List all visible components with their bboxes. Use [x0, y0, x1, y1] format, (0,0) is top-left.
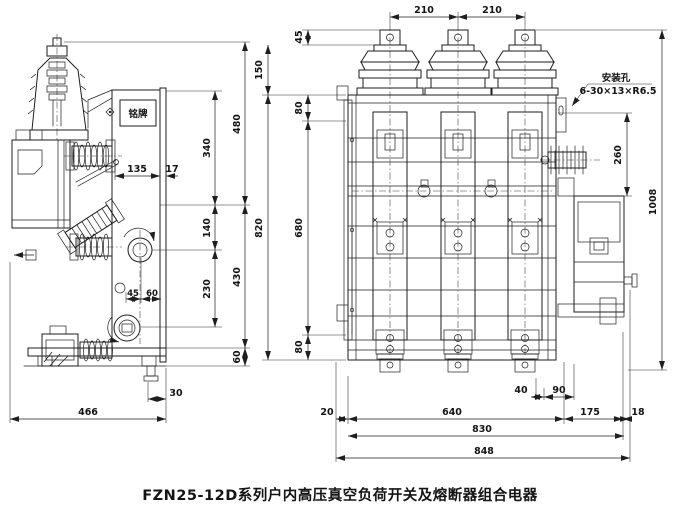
dim-260: 260	[613, 145, 624, 165]
dim-90: 90	[552, 385, 566, 396]
drawing-caption: FZN25-12D系列户内高压真空负荷开关及熔断器组合电器	[142, 486, 537, 504]
dim-830: 830	[472, 424, 492, 435]
side-view-dimensions: 340 140 230 480 430 60 135 17 45 60 30 4…	[9, 41, 250, 423]
dim-60-right: 60	[232, 350, 243, 364]
dim-45: 45	[127, 289, 139, 299]
panel-hole	[114, 282, 126, 294]
dim-80-bottom: 80	[294, 340, 305, 354]
mounting-hole-title: 安装孔	[602, 72, 631, 84]
interlock-knob	[113, 314, 141, 342]
dim-80-top: 80	[294, 101, 305, 115]
dim-848: 848	[474, 446, 494, 457]
dim-20: 20	[320, 407, 334, 418]
mounting-hole-slot	[558, 105, 564, 116]
dim-820: 820	[254, 218, 265, 238]
dim-340: 340	[202, 138, 213, 158]
dim-175: 175	[580, 407, 600, 418]
dim-150: 150	[254, 60, 265, 80]
dim-60: 60	[146, 289, 158, 299]
dim-210-right: 210	[482, 5, 502, 16]
dim-17: 17	[165, 164, 178, 175]
nameplate-box	[119, 99, 157, 127]
side-view: 340 140 230 480 430 60 135 17 45 60 30 4…	[9, 34, 250, 423]
fuse-tube	[57, 198, 125, 255]
dim-640: 640	[442, 407, 462, 418]
front-view-dimensions: 210 210 45 150 80 680 80 820 260 1008 20…	[254, 5, 667, 462]
front-view: 安装孔 6-30×13×R6.5 210 210	[254, 5, 667, 462]
dim-1008: 1008	[648, 188, 659, 215]
dim-18: 18	[631, 407, 645, 418]
bushing-pole-2	[424, 23, 492, 373]
dim-210-left: 210	[414, 5, 434, 16]
dim-30: 30	[169, 388, 183, 399]
dim-45-cap: 45	[294, 30, 305, 43]
nameplate-label: 铭牌	[128, 108, 148, 120]
dim-140: 140	[202, 218, 213, 238]
bushing-pole-1	[356, 23, 424, 373]
dim-40: 40	[514, 385, 528, 396]
dim-466: 466	[78, 407, 98, 418]
dim-480: 480	[232, 114, 243, 134]
dim-135: 135	[127, 164, 147, 175]
front-view-linework	[336, 23, 638, 373]
side-view-linework	[11, 34, 167, 382]
dim-230: 230	[202, 279, 213, 299]
bolt-diamond-icon	[105, 107, 115, 117]
mounting-hole-note: 安装孔 6-30×13×R6.5	[571, 72, 657, 107]
dim-680: 680	[294, 218, 305, 238]
mounting-hole-spec: 6-30×13×R6.5	[579, 86, 656, 97]
mechanism-box	[573, 195, 625, 313]
dim-430: 430	[232, 267, 243, 287]
